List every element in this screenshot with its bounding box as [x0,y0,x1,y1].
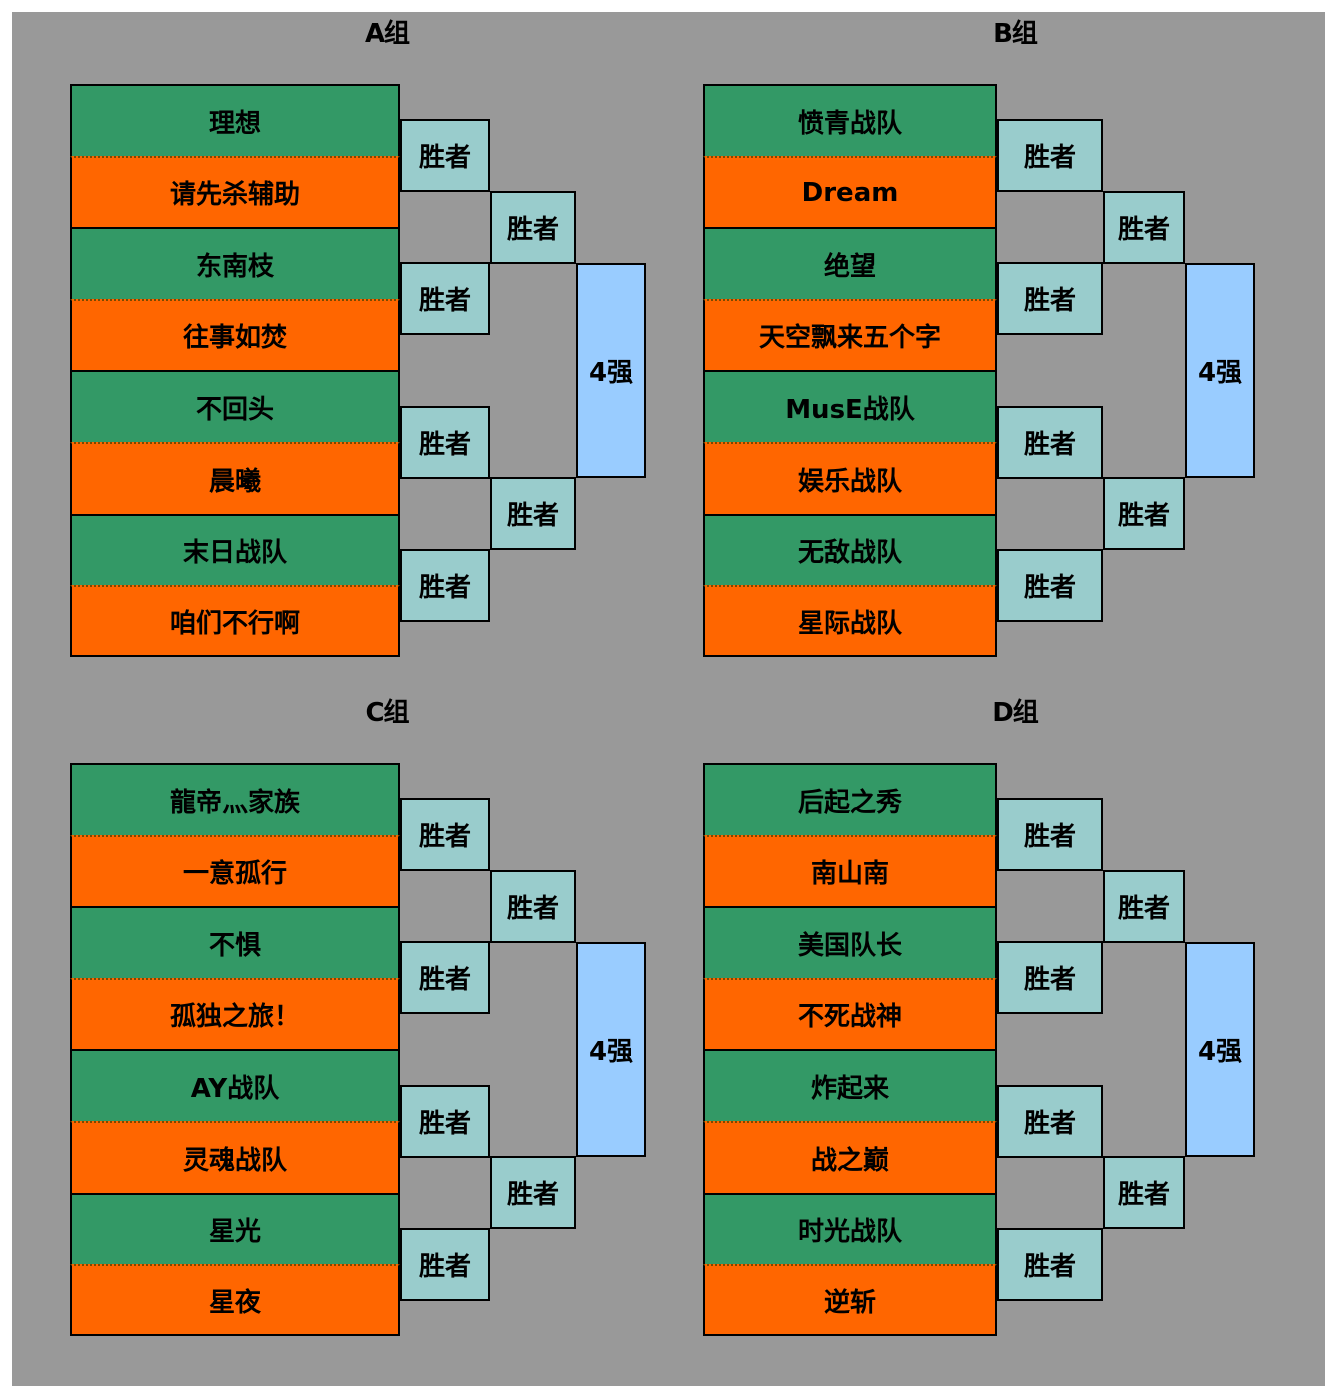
group-c-r1-winner-3: 胜者 [400,1084,490,1158]
group-a-r1-winner-1: 胜者 [400,119,490,193]
group-a-team-5: 不回头 [70,370,400,443]
group-d-r1-winner-2: 胜者 [997,941,1103,1015]
group-d-title: D组 [992,698,1039,728]
group-a-r1-winner-3: 胜者 [400,405,490,479]
group-a-team-2: 请先杀辅助 [70,155,400,228]
group-c-r1-winner-4: 胜者 [400,1227,490,1301]
group-c-top4: 4强 [576,942,646,1157]
group-d-team-1: 后起之秀 [703,763,997,836]
group-b-r1-winner-4: 胜者 [997,548,1103,622]
group-d-team-7: 时光战队 [703,1192,997,1265]
group-c-team-5: AY战队 [70,1049,400,1122]
group-d-r1-winner-3: 胜者 [997,1084,1103,1158]
group-b-team-3: 绝望 [703,227,997,300]
group-a-top4: 4强 [576,263,646,478]
group-d-r1-winner-1: 胜者 [997,798,1103,872]
group-d-team-4: 不死战神 [703,977,997,1050]
group-b-team-7: 无敌战队 [703,513,997,586]
group-b-r2-winner-2: 胜者 [1103,477,1185,551]
group-b-title: B组 [993,19,1038,49]
group-c-team-1: 龍帝灬家族 [70,763,400,836]
group-c-team-2: 一意孤行 [70,834,400,907]
group-b-r1-winner-1: 胜者 [997,119,1103,193]
group-b-team-4: 天空飘来五个字 [703,298,997,371]
group-a-team-8: 咱们不行啊 [70,585,400,658]
group-d-team-6: 战之巅 [703,1121,997,1194]
group-a-team-6: 晨曦 [70,442,400,515]
group-b-team-8: 星际战队 [703,585,997,658]
group-b-team-6: 娱乐战队 [703,442,997,515]
group-a-team-3: 东南枝 [70,227,400,300]
group-b-team-5: MusE战队 [703,370,997,443]
group-d-top4: 4强 [1185,942,1255,1157]
group-d-team-2: 南山南 [703,834,997,907]
group-a-team-1: 理想 [70,84,400,157]
group-a-r1-winner-2: 胜者 [400,262,490,336]
group-b-top4: 4强 [1185,263,1255,478]
group-d-team-8: 逆斩 [703,1264,997,1337]
group-b-team-2: Dream [703,155,997,228]
group-d-r1-winner-4: 胜者 [997,1227,1103,1301]
group-c-r1-winner-2: 胜者 [400,941,490,1015]
group-c-r2-winner-2: 胜者 [490,1156,576,1230]
group-c-team-6: 灵魂战队 [70,1121,400,1194]
group-a-team-4: 往事如焚 [70,298,400,371]
group-c-title: C组 [365,698,409,728]
bracket-canvas: A组理想请先杀辅助东南枝往事如焚不回头晨曦末日战队咱们不行啊胜者胜者胜者胜者胜者… [12,12,1325,1386]
group-c-team-3: 不惧 [70,906,400,979]
group-c-r1-winner-1: 胜者 [400,798,490,872]
group-b-r1-winner-3: 胜者 [997,405,1103,479]
group-a-team-7: 末日战队 [70,513,400,586]
group-b-r2-winner-1: 胜者 [1103,190,1185,264]
group-d-r2-winner-1: 胜者 [1103,869,1185,943]
group-a-r1-winner-4: 胜者 [400,548,490,622]
group-a-r2-winner-1: 胜者 [490,190,576,264]
group-a-title: A组 [364,19,410,49]
group-d-r2-winner-2: 胜者 [1103,1156,1185,1230]
group-a-r2-winner-2: 胜者 [490,477,576,551]
group-c-team-8: 星夜 [70,1264,400,1337]
group-b-team-1: 愤青战队 [703,84,997,157]
group-d-team-3: 美国队长 [703,906,997,979]
group-c-team-7: 星光 [70,1192,400,1265]
group-c-r2-winner-1: 胜者 [490,869,576,943]
group-d-team-5: 炸起来 [703,1049,997,1122]
group-b-r1-winner-2: 胜者 [997,262,1103,336]
group-c-team-4: 孤独之旅！ [70,977,400,1050]
